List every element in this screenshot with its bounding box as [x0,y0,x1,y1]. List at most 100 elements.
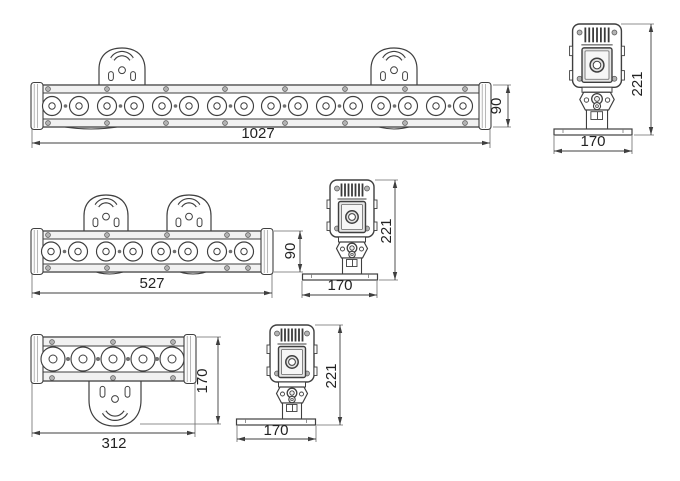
led-lens [96,95,118,117]
led-lens [159,346,185,372]
dim-label-170: 170 [580,133,605,150]
led-lens [100,346,126,372]
dim-label-1027: 1027 [241,125,274,142]
base-plate [235,418,317,426]
screw [110,339,116,345]
corner-screw [334,185,340,192]
bracket-slot [402,71,408,82]
hinge-tab [326,199,331,209]
screw [222,86,228,92]
bracket-slot [124,385,131,398]
led-lens [123,95,145,117]
led-lens [67,241,89,262]
hinge-tab [373,199,378,209]
screw [45,86,51,92]
mounting-bracket [83,194,129,237]
front-view-1027: 1027 90 [30,47,511,148]
dim-label-170: 170 [327,277,352,294]
led-lens [342,95,364,117]
screw [45,232,51,238]
screw [45,120,51,126]
mounting-bracket [88,375,142,427]
led-lens [122,241,144,262]
dim-label-90: 90 [488,98,505,115]
dimension-221: 221 [315,324,343,426]
base-plate [301,273,379,281]
led-lens [70,346,96,372]
dim-label-527: 527 [139,275,164,292]
mounting-bracket [370,47,418,91]
spacer-dot [66,357,70,361]
hinge-tab [313,366,318,376]
spacer-dot [63,104,68,108]
screw [402,120,408,126]
screw [104,86,110,92]
heatsink-fins [581,27,613,46]
dimension-527: 527 [31,274,273,298]
screw [49,375,55,381]
dimension-170: 170 [553,133,633,154]
screw [224,232,230,238]
led-lens [178,95,200,117]
heatsink-fins [337,183,367,200]
led-lens [40,241,62,262]
bracket-hole [102,212,110,221]
screw [170,339,176,345]
bracket-slot [175,217,182,228]
hinge-tab [620,45,625,57]
screw [170,375,176,381]
led-lens [452,95,474,117]
screw [164,265,170,271]
dimension-312: 312 [31,383,196,452]
cable-window [346,259,358,267]
dimension-1027: 1027 [31,125,491,148]
spacer-dot [282,104,287,108]
screw [104,232,110,238]
hinge-tab [569,70,574,81]
bracket-hole [390,66,398,75]
dimension-90: 90 [488,84,511,128]
hinge-tab [266,344,271,354]
side-view-middle: 221 170 [301,179,398,298]
led-lens [260,95,282,117]
corner-screw [364,185,370,192]
hinge-tab [569,45,574,57]
screw [282,120,288,126]
dimension-170: 170 [301,277,378,298]
led-lens [68,95,90,117]
led-lens [206,241,228,262]
dim-label-312: 312 [101,435,126,452]
led-lens [130,346,156,372]
dim-label-170: 170 [194,368,211,393]
screw [342,120,348,126]
hinge-tab [620,70,625,81]
spacer-dot [118,104,123,108]
dim-label-90: 90 [282,243,299,260]
mounting-bracket [98,47,146,91]
heatsink-fins [277,328,307,345]
screw [104,265,110,271]
hinge-tab [266,366,271,376]
bracket-hole [118,66,126,75]
led-lens [95,241,117,262]
dimension-170: 170 [140,336,221,425]
bracket-slot [130,71,136,82]
spacer-dot [172,249,177,254]
bracket-slot [380,71,386,82]
led-lens [233,241,255,262]
spacer-dot [155,357,159,361]
corner-screw [304,330,310,337]
led-lens [397,95,419,117]
corner-screw [576,29,583,36]
screw [110,375,116,381]
dim-label-221: 221 [323,363,340,388]
base-plate [553,128,633,136]
bracket-slot [108,71,114,82]
dim-label-221: 221 [378,218,395,243]
screw [462,86,468,92]
screw [163,86,169,92]
spacer-dot [392,104,397,108]
